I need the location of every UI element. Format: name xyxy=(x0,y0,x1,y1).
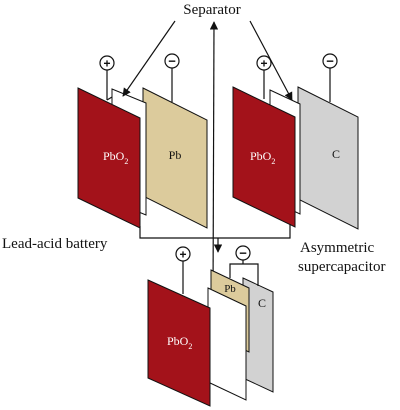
positive-sign: + xyxy=(179,248,186,262)
lead-acid-label: Lead-acid battery xyxy=(2,236,108,252)
pbo2-label-right: PbO2 xyxy=(250,149,275,166)
positive-terminal-icon xyxy=(256,55,272,71)
separator-arrow-right xyxy=(249,20,293,101)
separator-plate-bottom xyxy=(207,287,247,401)
positive-terminal-icon xyxy=(99,55,115,71)
pb-label-bottom: Pb xyxy=(224,283,236,295)
supercapacitor-label: supercapacitor xyxy=(298,259,385,275)
positive-sign: + xyxy=(260,57,267,71)
separator-arrow-left xyxy=(122,20,176,97)
pbo2-label-bottom: PbO2 xyxy=(167,334,192,351)
pbo2-plate-right xyxy=(232,86,296,228)
positive-sign: + xyxy=(103,57,110,71)
separator-arrow-bottom xyxy=(209,21,219,301)
supercapacitor-group: + − PbO2 C xyxy=(232,53,359,230)
carbon-plate xyxy=(297,86,359,230)
lead-acid-battery-group: + − PbO2 Pb xyxy=(77,53,208,229)
separator-label: Separator xyxy=(183,2,240,18)
positive-terminal-icon xyxy=(175,246,191,262)
negative-terminal-icon xyxy=(322,53,338,69)
pb-label: Pb xyxy=(169,148,182,162)
asymmetric-label: Asymmetric xyxy=(300,240,374,256)
negative-sign: − xyxy=(168,54,176,69)
negative-sign: − xyxy=(239,246,247,261)
negative-sign: − xyxy=(326,54,334,69)
ultrabattery-group: + − PbO2 Pb C xyxy=(147,245,274,407)
negative-terminal-icon xyxy=(164,53,180,69)
c-label-bottom: C xyxy=(258,296,266,310)
pbo2-plate-bottom xyxy=(147,279,211,407)
negative-bus-bottom xyxy=(229,260,259,286)
c-label-right: C xyxy=(332,147,340,161)
combine-bracket xyxy=(139,224,291,239)
pbo2-label-left: PbO2 xyxy=(103,149,128,166)
